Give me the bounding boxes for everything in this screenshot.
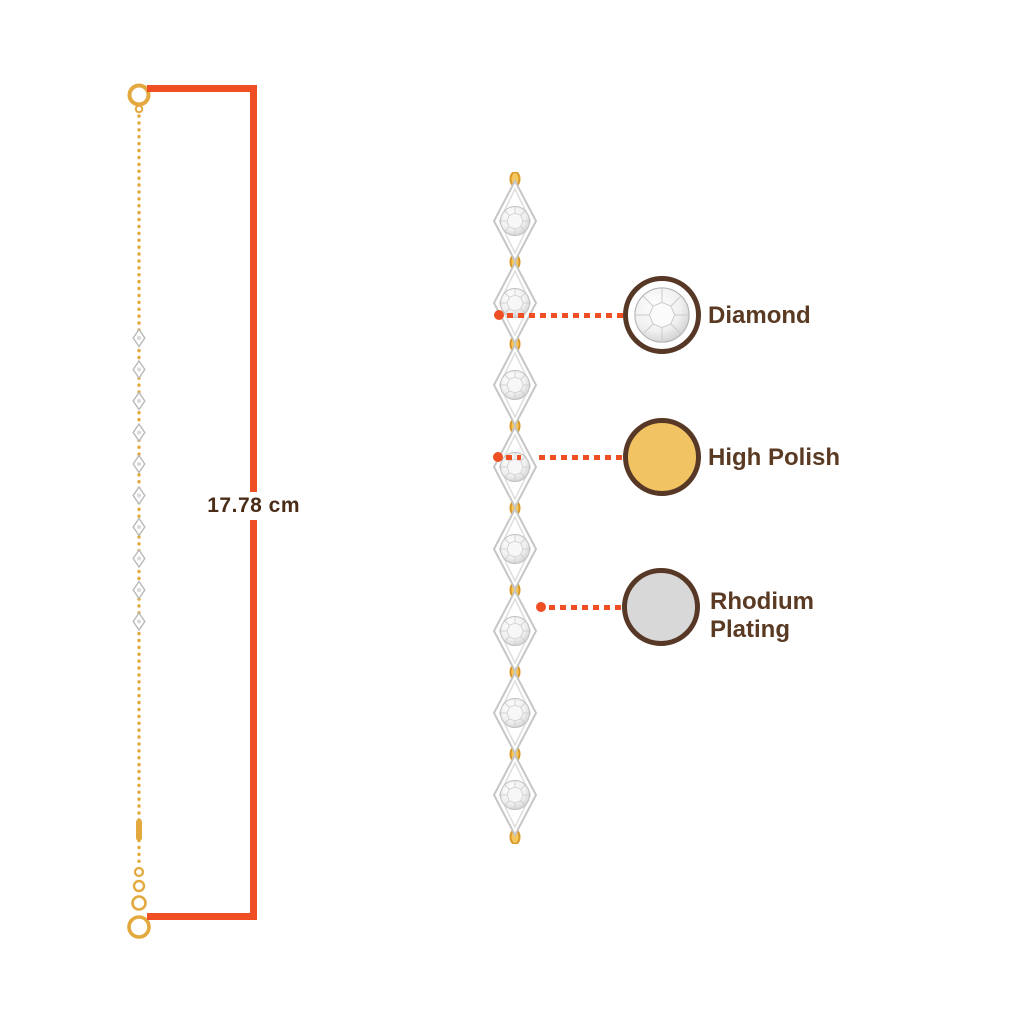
diamond-gem-icon [634,287,690,343]
extender-rings [127,866,151,939]
leader-dot-diamond [494,310,504,320]
leader-line-high-polish-right [539,455,623,460]
bracelet-zoom-illustration [493,172,537,844]
diamond-callout-circle [623,276,701,354]
dimension-cap-bottom [147,913,257,920]
dimension-cap-top [147,85,257,92]
measurement-label: 17.78 cm [186,492,300,520]
leader-dot-rhodium [536,602,546,612]
diamond-links [493,180,537,836]
leader-line-diamond [507,313,623,318]
leader-dot-high-polish [493,452,503,462]
brand-tag [136,819,142,841]
high-polish-label: High Polish [708,444,840,471]
leader-line-rhodium [549,605,622,610]
leader-line-high-polish-left [506,455,521,460]
rhodium-plating-swatch [622,568,700,646]
rhodium-plating-label: Rhodium Plating [710,588,814,643]
diamond-stations [132,328,146,631]
clasp-icon [127,83,151,114]
bracelet-full-illustration [127,83,151,939]
diamond-label: Diamond [708,302,811,329]
high-polish-swatch [623,418,701,496]
